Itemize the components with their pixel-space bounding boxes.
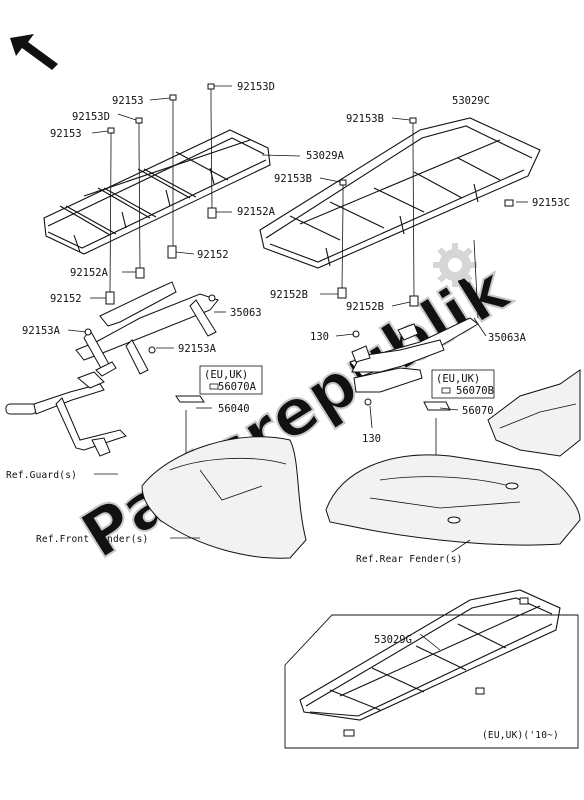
eu-uk-tag: (EU,UK)	[436, 373, 480, 385]
front-bolts	[107, 83, 215, 150]
label-56070A: 56070A	[218, 381, 257, 393]
inset-box-53029G	[284, 589, 579, 749]
label-92152A: 92152A	[70, 267, 109, 279]
label-92152B: 92152B	[270, 289, 308, 301]
label-92153A: 92153A	[178, 343, 217, 355]
eu-uk-box-right: (EU,UK)	[431, 369, 495, 399]
label-92152: 92152	[50, 293, 82, 305]
arrow-up-left-icon	[10, 34, 58, 70]
part-labels: 92153 92153D 92153D 92153 53029A 92152A …	[22, 81, 570, 646]
label-92153A: 92153A	[22, 325, 61, 337]
label-53029C: 53029C	[452, 95, 490, 107]
label-56070: 56070	[462, 405, 494, 417]
ref-rear-fender-label: Ref.Rear Fender(s)	[356, 554, 463, 565]
front-rack-53029A	[43, 129, 271, 255]
label-92153: 92153	[50, 128, 82, 140]
label-53029A: 53029A	[306, 150, 345, 162]
eu-uk-10-tag: (EU,UK)('10~)	[482, 730, 559, 741]
label-92152A: 92152A	[237, 206, 276, 218]
label-35063A: 35063A	[488, 332, 527, 344]
label-92153D: 92153D	[237, 81, 275, 93]
eu-uk-tag: (EU,UK)	[204, 369, 248, 381]
rear-bolts	[337, 117, 514, 492]
label-130: 130	[310, 331, 329, 343]
label-92153B: 92153B	[346, 113, 384, 125]
label-92152: 92152	[197, 249, 229, 261]
ref-front-fender-label: Ref.Front Fender(s)	[36, 534, 148, 545]
ref-guard-label: Ref.Guard(s)	[6, 470, 77, 481]
rear-fender	[325, 369, 581, 546]
label-130: 130	[362, 433, 381, 445]
label-92153D: 92153D	[72, 111, 110, 123]
label-92152B: 92152B	[346, 301, 384, 313]
label-56070B: 56070B	[456, 385, 494, 397]
label-56040: 56040	[218, 403, 250, 415]
label-92153C: 92153C	[532, 197, 570, 209]
leader-lines	[67, 85, 528, 651]
label-35063: 35063	[230, 307, 262, 319]
eu-uk-box-left: (EU,UK)	[199, 365, 263, 395]
reference-labels: Ref.Guard(s) Ref.Front Fender(s) Ref.Rea…	[6, 470, 559, 741]
front-bracket-35063	[75, 281, 219, 375]
label-53029G: 53029G	[374, 634, 412, 646]
label-92153B: 92153B	[274, 173, 312, 185]
front-fender	[141, 395, 307, 559]
front-guard	[5, 361, 127, 457]
gear-icon	[433, 243, 477, 287]
rear-bracket-35063A	[349, 317, 479, 406]
rear-rack-53029C	[259, 117, 541, 269]
label-92153: 92153	[112, 95, 144, 107]
